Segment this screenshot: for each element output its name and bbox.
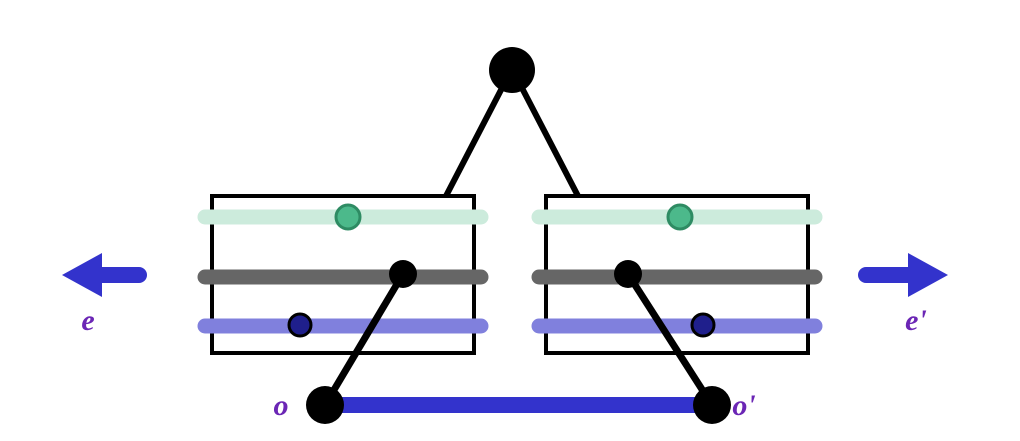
edge-to-left-box	[443, 86, 505, 198]
left-arrow	[62, 253, 147, 297]
source-node	[489, 47, 535, 93]
link-left-box-to-o	[321, 272, 407, 407]
right-measurement-box-green-outcome-node	[666, 203, 694, 231]
observer-links-layer	[321, 272, 715, 407]
label-arrow-e-prime: e'	[905, 304, 927, 337]
label-arrow-e: e	[81, 304, 94, 337]
right-measurement-box	[531, 194, 823, 355]
label-observer-o-prime: o'	[732, 389, 755, 422]
source-node-layer	[489, 47, 535, 93]
observer-o-prime	[693, 386, 731, 424]
measurement-boxes-layer	[197, 194, 823, 355]
left-measurement-box	[197, 194, 489, 355]
left-arrow-head	[62, 253, 102, 297]
right-arrow-head	[908, 253, 948, 297]
label-observer-o: o	[274, 389, 289, 422]
right-measurement-box-navy-outcome-node	[690, 312, 716, 338]
source-edge-group	[443, 86, 581, 198]
link-right-box-to-o-prime	[625, 272, 715, 407]
right-arrow	[858, 253, 948, 297]
edge-to-right-box	[519, 86, 581, 198]
observer-nodes-layer	[306, 386, 731, 424]
arrows-layer	[62, 253, 948, 297]
left-measurement-box-navy-outcome-node	[287, 312, 313, 338]
left-measurement-box-green-outcome-node	[334, 203, 362, 231]
observer-o	[306, 386, 344, 424]
